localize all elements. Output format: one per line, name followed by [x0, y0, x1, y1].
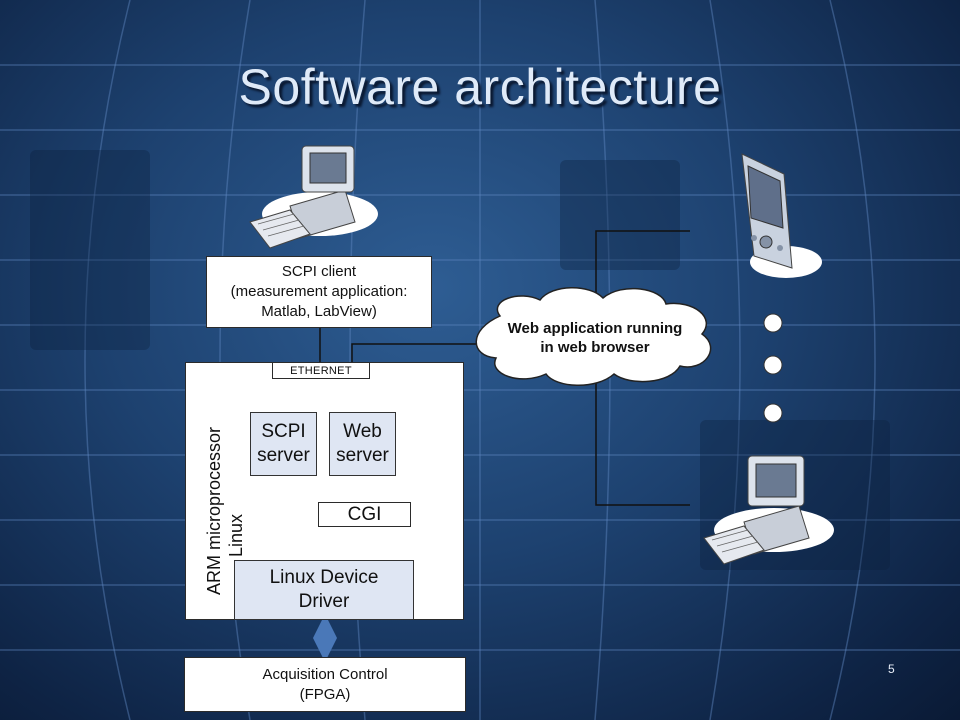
scpi-client-line3: Matlab, LabView)	[261, 303, 377, 320]
scpi-server-line1: SCPI	[261, 421, 306, 442]
ethernet-box: ETHERNET	[272, 362, 370, 379]
web-server-box: Web server	[329, 412, 396, 476]
board-label-line1: ARM microprocessor	[204, 426, 224, 595]
web-server-line1: Web	[343, 421, 382, 442]
page-number: 5	[888, 662, 895, 676]
web-server-line2: server	[336, 445, 389, 466]
cloud-label-line1: Web application running	[507, 320, 683, 337]
device-driver-box: Linux Device Driver	[234, 560, 414, 620]
device-driver-line1: Linux Device	[269, 567, 379, 588]
scpi-client-box: SCPI client (measurement application: Ma…	[206, 256, 432, 328]
acquisition-control-box: Acquisition Control (FPGA)	[184, 657, 466, 712]
acquisition-line2: (FPGA)	[299, 685, 351, 703]
cloud-label-line2: in web browser	[540, 339, 650, 356]
cgi-box: CGI	[318, 502, 411, 527]
slide-title: Software architecture	[238, 59, 722, 115]
scpi-client-line2: (measurement application:	[230, 283, 408, 300]
scpi-client-line1: SCPI client	[281, 263, 357, 280]
acquisition-line1: Acquisition Control	[262, 665, 388, 683]
scpi-server-line2: server	[257, 445, 310, 466]
device-driver-line2: Driver	[298, 591, 350, 612]
cloud-label: Web application running in web browser	[478, 319, 712, 357]
scpi-server-box: SCPI server	[250, 412, 317, 476]
